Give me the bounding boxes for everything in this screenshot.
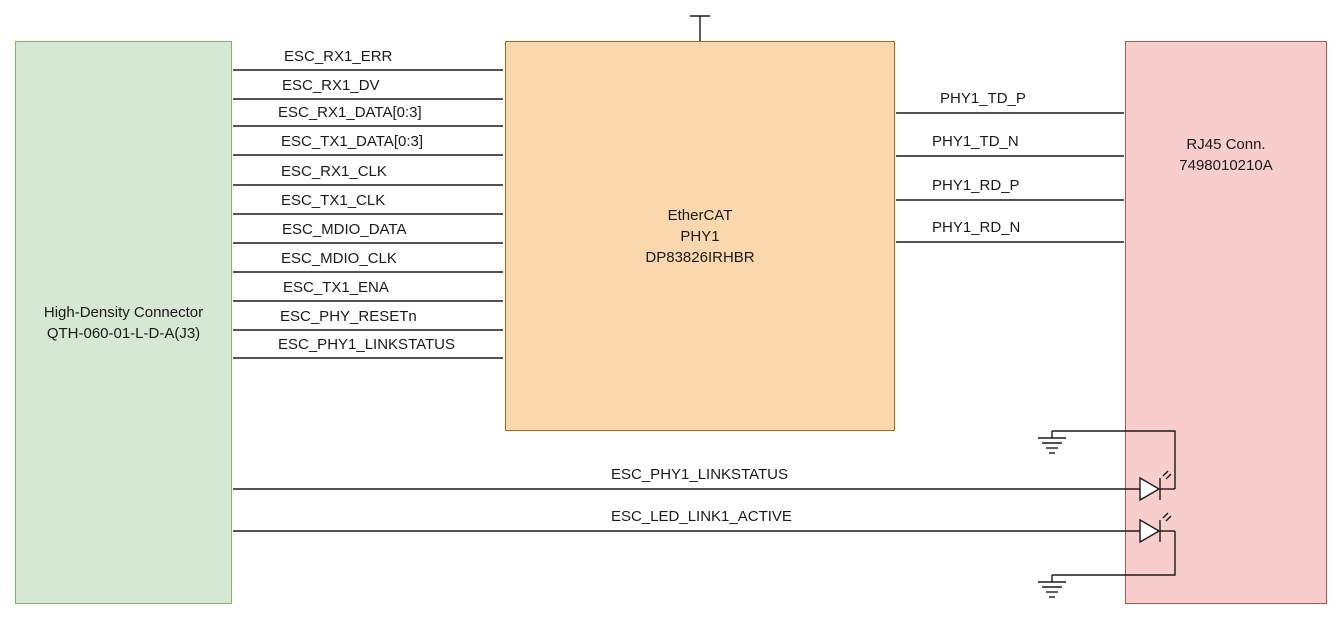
signal-label: PHY1_TD_P [940,90,1026,107]
signal-label: ESC_TX1_ENA [283,279,389,296]
rj45-part-number: 7498010210A [1179,157,1273,174]
led-circuit [1051,430,1176,582]
wires [233,69,1140,532]
led-diode-icon [1139,470,1175,502]
rj45-connector-block: RJ45 Conn. 7498010210A [1125,41,1327,604]
signal-label: ESC_RX1_DATA[0:3] [278,104,422,121]
led-signal-label: ESC_PHY1_LINKSTATUS [611,466,789,483]
signal-label: PHY1_RD_N [932,219,1021,236]
signal-label: ESC_TX1_CLK [281,192,386,209]
ground-icon [1038,437,1066,454]
phy-instance: PHY1 [680,227,720,245]
phy-part-number: DP83826IRHBR [645,248,755,266]
led-signal-label: ESC_LED_LINK1_ACTIVE [611,508,792,525]
ground-icon [1038,581,1066,598]
signal-label: ESC_RX1_CLK [281,163,387,180]
phy-title: EtherCAT [667,206,733,224]
signal-label: PHY1_RD_P [932,177,1020,194]
led-diode-icon [1139,512,1175,544]
signal-label: ESC_RX1_ERR [284,48,393,65]
signal-label: ESC_MDIO_CLK [281,250,397,267]
signal-label: ESC_TX1_DATA[0:3] [281,133,424,150]
high-density-connector-block: High-Density Connector QTH-060-01-L-D-A(… [15,41,232,604]
signal-label: ESC_MDIO_DATA [282,221,407,238]
signal-label: ESC_PHY1_LINKSTATUS [278,336,456,353]
connector-part-number: QTH-060-01-L-D-A(J3) [46,324,201,342]
rj45-name: RJ45 Conn. [1186,136,1266,153]
ethercat-phy-block: EtherCAT PHY1 DP83826IRHBR [505,41,895,431]
signal-label: ESC_PHY_RESETn [280,308,417,325]
power-supply-icon [690,15,710,41]
signal-label: ESC_RX1_DV [282,77,380,94]
signal-label: PHY1_TD_N [932,133,1019,150]
connector-name: High-Density Connector [43,303,204,321]
